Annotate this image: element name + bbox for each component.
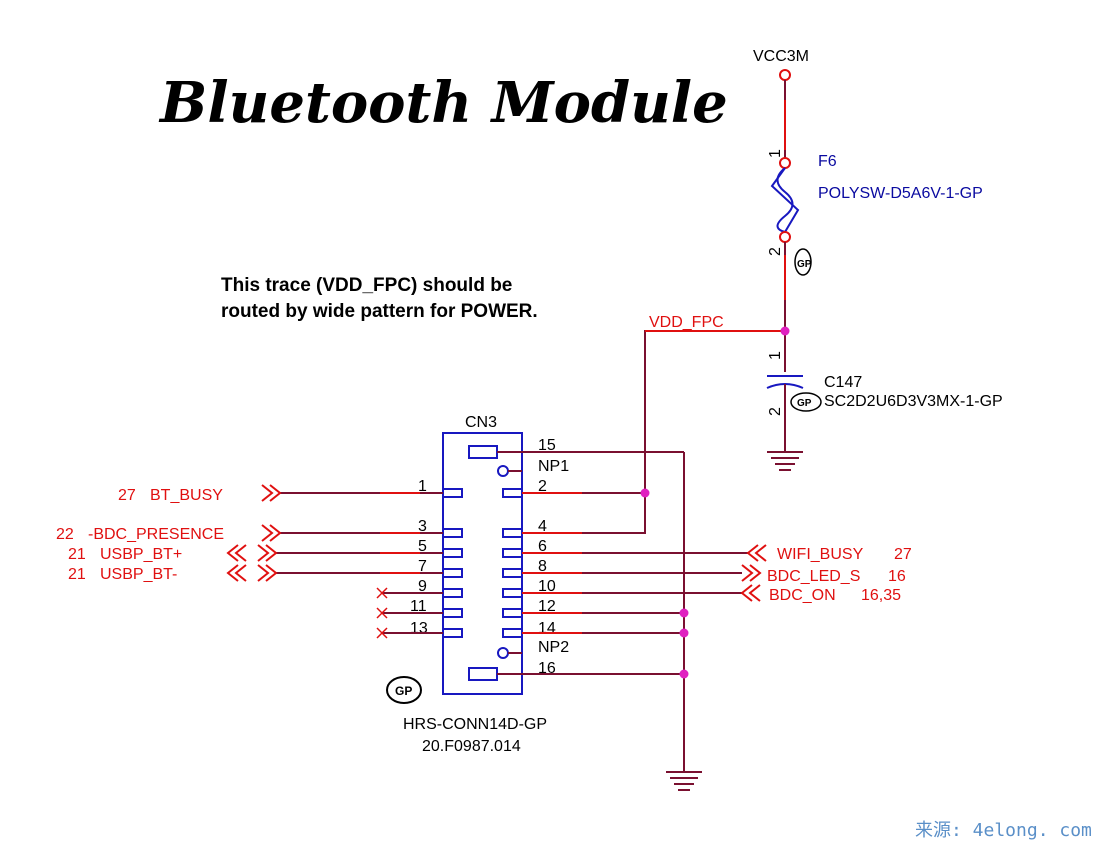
usbp-bt-minus-net-label: USBP_BT- (100, 566, 177, 583)
left-pin-pad (442, 588, 463, 598)
connector-part-number: HRS-CONN14D-GP (403, 716, 547, 733)
pin12-ground-junction (679, 608, 689, 618)
right-pin-number-6: 6 (538, 538, 547, 555)
right-pin-pad (502, 588, 523, 598)
connector-pin15-pad (468, 445, 498, 459)
left-pin-number-1: 1 (418, 478, 427, 495)
right-pin-number-12: 12 (538, 598, 556, 615)
gp-mark-fuse-text: GP (797, 259, 812, 270)
connector-reference: CN3 (465, 414, 497, 431)
source-watermark: 来源: 4elong. com (915, 820, 1092, 841)
wifi-busy-net-label: WIFI_BUSY (777, 546, 864, 563)
usbp-bt-minus-offpage-arrow (226, 564, 278, 582)
right-pin-number-4: 4 (538, 518, 547, 535)
fuse-part-number: POLYSW-D5A6V-1-GP (818, 185, 983, 202)
fuse-pin1-number: 1 (767, 149, 784, 158)
left-pin-number-5: 5 (418, 538, 427, 555)
fuse-reference: F6 (818, 153, 837, 170)
bdc-on-net-label: BDC_ON (769, 587, 836, 604)
bdc-on-page-ref: 16,35 (861, 587, 901, 604)
routing-note-line-1: This trace (VDD_FPC) should be (221, 275, 512, 296)
right-pin-number-8: 8 (538, 558, 547, 575)
usbp-bt-plus-offpage-arrow (226, 544, 278, 562)
left-pin-pad (442, 568, 463, 578)
gp-mark-connector (386, 676, 422, 704)
usbp-bt-minus-page-ref: 21 (68, 566, 86, 583)
bdc-led-s-offpage-arrow (741, 564, 762, 582)
right-pin-number-2: 2 (538, 478, 547, 495)
connector-stock-number: 20.F0987.014 (422, 738, 521, 755)
usbp-bt-plus-page-ref: 21 (68, 546, 86, 563)
cap-pin1-number: 1 (767, 351, 784, 360)
left-pin-pad (442, 608, 463, 618)
pin16-number: 16 (538, 660, 556, 677)
cap-reference: C147 (824, 374, 862, 391)
page-title: Bluetooth Module (158, 70, 728, 136)
connector-pin16-pad (468, 667, 498, 681)
bdc-presence-net-label: -BDC_PRESENCE (88, 526, 224, 543)
wifi-busy-page-ref: 27 (894, 546, 912, 563)
left-pin-pad (442, 548, 463, 558)
right-pin-pad (502, 608, 523, 618)
vcc3m-label: VCC3M (753, 48, 809, 65)
gp-mark-fuse (794, 248, 812, 276)
usbp-bt-plus-net-label: USBP_BT+ (100, 546, 182, 563)
no-connect-marks (376, 587, 388, 639)
fuse-pin1-terminal (779, 157, 791, 169)
vcc3m-power-symbol (779, 69, 791, 81)
gp-mark-cap (790, 392, 822, 412)
gp-mark-connector-text: GP (395, 684, 412, 698)
left-pin-number-7: 7 (418, 558, 427, 575)
bt-busy-page-ref: 27 (118, 487, 136, 504)
vdd-fpc-junction (780, 326, 790, 336)
left-pin-pad (442, 628, 463, 638)
vdd-fpc-trace (522, 330, 785, 534)
np1-label: NP1 (538, 458, 569, 475)
right-pin-pad (502, 568, 523, 578)
routing-note-line-2: routed by wide pattern for POWER. (221, 301, 538, 322)
fuse-pin2-terminal (779, 231, 791, 243)
pin2-junction (640, 488, 650, 498)
right-pin-pad (502, 488, 523, 498)
cap-pin2-number: 2 (767, 407, 784, 416)
cap-part-number: SC2D2U6D3V3MX-1-GP (824, 393, 1003, 410)
bt-busy-offpage-arrow (261, 484, 282, 502)
np2-hole (497, 647, 509, 659)
np2-label: NP2 (538, 639, 569, 656)
pin15-number: 15 (538, 437, 556, 454)
left-pin-number-11: 11 (410, 598, 427, 615)
left-pin-number-3: 3 (418, 518, 427, 535)
np1-hole (497, 465, 509, 477)
left-pin-number-13: 13 (410, 620, 428, 637)
bdc-led-s-page-ref: 16 (888, 568, 906, 585)
pin14-ground-junction (679, 628, 689, 638)
bdc-presence-offpage-arrow (261, 524, 282, 542)
bdc-presence-page-ref: 22 (56, 526, 74, 543)
fuse-zigzag (770, 167, 800, 233)
bt-busy-net-label: BT_BUSY (150, 487, 223, 504)
ground-symbol-cap (767, 451, 803, 471)
left-pin-pad (442, 488, 463, 498)
vdd-fpc-net-label: VDD_FPC (649, 314, 724, 331)
fuse-pin2-number: 2 (767, 247, 784, 256)
right-pin-pad (502, 528, 523, 538)
left-pin-number-9: 9 (418, 578, 427, 595)
bdc-led-s-net-label: BDC_LED_S (767, 568, 860, 585)
bdc-on-offpage-arrow (740, 584, 761, 602)
gp-mark-cap-text: GP (797, 398, 812, 409)
right-pin-pad (502, 548, 523, 558)
connector-body (442, 432, 523, 695)
left-pin-pad (442, 528, 463, 538)
ground-symbol-connector (666, 771, 702, 791)
right-pin-pad (502, 628, 523, 638)
right-pin-number-14: 14 (538, 620, 556, 637)
pin16-ground-junction (679, 669, 689, 679)
wifi-busy-offpage-arrow (746, 544, 767, 562)
right-pin-number-10: 10 (538, 578, 556, 595)
